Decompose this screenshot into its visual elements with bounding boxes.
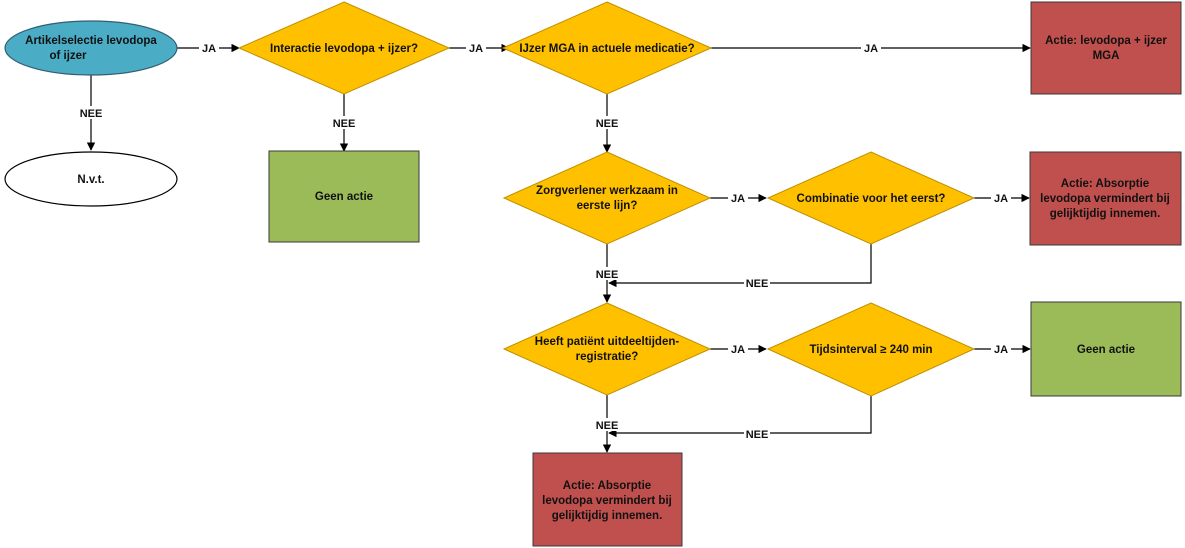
decision-tijdsinterval-shape — [766, 302, 976, 397]
node-decision-tijdsinterval: Tijdsinterval ≥ 240 min — [766, 302, 976, 397]
node-decision-interaction: Interactie levodopa + ijzer? — [237, 1, 451, 95]
node-decision-registratie: Heeft patiënt uitdeeltijden- registratie… — [502, 302, 712, 396]
geen-actie-2-box — [1030, 301, 1182, 397]
nvt-ellipse — [4, 151, 178, 207]
start-label-line1: Artikelselectie levodopa — [25, 35, 157, 47]
actie-absorptie-1-line2: levodopa vermindert bij — [1040, 193, 1170, 205]
decision-combinatie-shape — [766, 151, 976, 245]
node-geen-actie-2: Geen actie — [1030, 301, 1182, 397]
decision-ijzer-label: IJzer MGA in actuele medicatie? — [519, 43, 694, 55]
start-ellipse — [4, 20, 178, 76]
actie-absorptie-1-line3: gelijktijdig innemen. — [1050, 208, 1161, 220]
node-geen-actie-1: Geen actie — [268, 150, 420, 243]
edge-label-start-nvt: NEE — [80, 108, 103, 120]
node-actie-absorptie-1: Actie: Absorptie levodopa vermindert bij… — [1029, 151, 1182, 246]
edge-tijd-back — [608, 396, 872, 438]
decision-zorgverlener-label-line1: Zorgverlener werkzaam in — [536, 185, 678, 197]
decision-registratie-label-line2: registratie? — [576, 351, 639, 363]
decision-zorgverlener-label-line2: eerste lijn? — [577, 200, 638, 212]
actie-absorptie-2-box — [532, 452, 683, 547]
edge-label-registratie-actie: NEE — [596, 420, 619, 432]
actie-absorptie-2-line3: gelijktijdig innemen. — [552, 510, 663, 522]
connectors — [86, 43, 1031, 453]
geen-actie-1-box — [268, 150, 420, 243]
actie-absorptie-2-line1: Actie: Absorptie — [563, 480, 651, 492]
edge-label-start-interaction: JA — [202, 43, 216, 55]
actie-absorptie-2-line2: levodopa vermindert bij — [542, 495, 672, 507]
geen-actie-1-label: Geen actie — [315, 191, 373, 203]
decision-registratie-shape — [502, 302, 712, 396]
start-label-line2: of ijzer — [49, 50, 87, 62]
edge-label-ijzer-actie: JA — [864, 43, 878, 55]
node-nvt: N.v.t. — [4, 151, 178, 207]
edge-label-ijzer-zorg: NEE — [596, 118, 619, 130]
nvt-label: N.v.t. — [77, 174, 104, 186]
actie-absorptie-1-box — [1029, 151, 1182, 246]
decision-combinatie-label: Combinatie voor het eerst? — [797, 193, 946, 205]
decision-interaction-shape — [237, 1, 451, 95]
actie-mga-label-line1: Actie: levodopa + ijzer — [1045, 35, 1167, 47]
actie-mga-box — [1030, 1, 1182, 95]
node-decision-zorgverlener: Zorgverlener werkzaam in eerste lijn? — [502, 151, 712, 245]
decision-zorgverlener-shape — [502, 151, 712, 245]
decision-ijzer-shape — [501, 1, 713, 95]
edge-label-combinatie-back: NEE — [746, 278, 769, 290]
decision-interaction-label: Interactie levodopa + ijzer? — [270, 43, 418, 55]
edge-label-registratie-tijd: JA — [731, 344, 745, 356]
decision-registratie-label-line1: Heeft patiënt uitdeeltijden- — [535, 336, 680, 348]
node-actie-absorptie-2: Actie: Absorptie levodopa vermindert bij… — [532, 452, 683, 547]
edge-label-combinatie-actie: JA — [994, 193, 1008, 205]
edge-combinatie-back — [608, 244, 872, 288]
geen-actie-2-label: Geen actie — [1077, 344, 1135, 356]
edge-label-tijd-geen: JA — [994, 344, 1008, 356]
edge-label-zorg-combinatie: JA — [731, 193, 745, 205]
node-actie-mga: Actie: levodopa + ijzer MGA — [1030, 1, 1182, 95]
edge-label-interaction-geen: NEE — [333, 118, 356, 130]
node-decision-ijzer: IJzer MGA in actuele medicatie? — [501, 1, 713, 95]
edge-label-interaction-ijzer: JA — [469, 43, 483, 55]
edge-label-tijd-back: NEE — [746, 429, 769, 441]
node-start: Artikelselectie levodopa of ijzer — [4, 20, 178, 76]
node-decision-combinatie: Combinatie voor het eerst? — [766, 151, 976, 245]
edge-label-zorg-registratie: NEE — [596, 269, 619, 281]
actie-mga-label-line2: MGA — [1093, 50, 1120, 62]
decision-tijdsinterval-label: Tijdsinterval ≥ 240 min — [809, 344, 932, 356]
edge-labels: JA NEE JA NEE JA NEE JA JA NEE NEE JA JA… — [78, 41, 1011, 441]
actie-absorptie-1-line1: Actie: Absorptie — [1061, 178, 1149, 190]
